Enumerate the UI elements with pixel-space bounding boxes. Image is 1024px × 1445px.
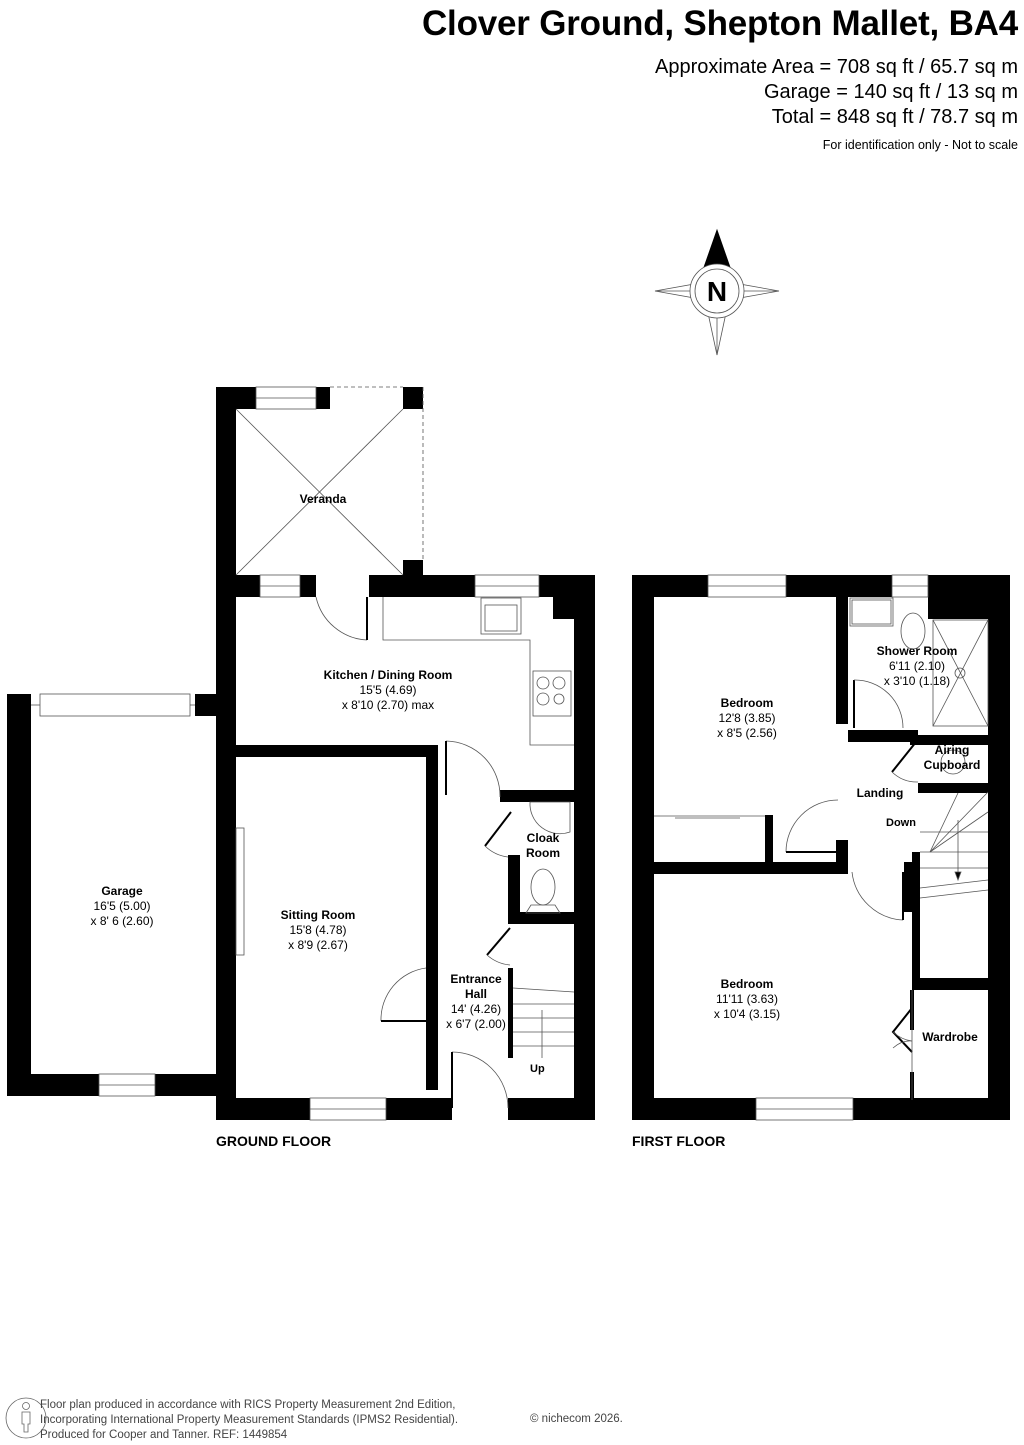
first-floor-label: FIRST FLOOR	[632, 1133, 726, 1149]
room-veranda: Veranda	[299, 492, 347, 506]
room-garage: Garage 16'5 (5.00) x 8' 6 (2.60)	[90, 884, 154, 928]
room-wardrobe: Wardrobe	[922, 1030, 978, 1044]
footer-line-3: Produced for Cooper and Tanner. REF: 144…	[40, 1429, 288, 1441]
total-area: Total = 848 sq ft / 78.7 sq m	[771, 106, 1018, 128]
footer-notes: Floor plan produced in accordance with R…	[40, 1398, 458, 1443]
room-bedroom-2: Bedroom 11'11 (3.63) x 10'4 (3.15)	[713, 977, 781, 1021]
room-cloak-room: Cloak Room	[526, 831, 560, 860]
scale-disclaimer: For identification only - Not to scale	[822, 138, 1018, 152]
room-airing-cupboard: Airing Cupboard	[923, 743, 981, 772]
room-entrance-hall: Entrance Hall 14' (4.26) x 6'7 (2.00)	[446, 972, 506, 1031]
footer-line-2: Incorporating International Property Mea…	[40, 1414, 459, 1426]
copyright-notice: © nichecom 2026.	[530, 1413, 623, 1425]
stairs-up-label: Up	[530, 1063, 545, 1075]
person-icon	[5, 1397, 47, 1439]
room-bedroom-1: Bedroom 12'8 (3.85) x 8'5 (2.56)	[717, 696, 777, 740]
room-sitting-room: Sitting Room 15'8 (4.78) x 8'9 (2.67)	[280, 908, 356, 952]
footer-line-1: Floor plan produced in accordance with R…	[40, 1399, 456, 1411]
garage-area: Garage = 140 sq ft / 13 sq m	[763, 81, 1018, 103]
compass-north-icon	[654, 228, 780, 356]
compass-letter: N	[707, 276, 727, 307]
ground-floor-label: GROUND FLOOR	[216, 1133, 332, 1149]
property-title: Clover Ground, Shepton Mallet, BA4	[421, 4, 1018, 43]
room-landing: Landing	[856, 786, 904, 800]
room-kitchen-dining: Kitchen / Dining Room 15'5 (4.69) x 8'10…	[323, 668, 453, 712]
stairs-down-label: Down	[886, 817, 916, 829]
room-shower-room: Shower Room 6'11 (2.10) x 3'10 (1.18)	[876, 644, 958, 688]
approximate-area: Approximate Area = 708 sq ft / 65.7 sq m	[655, 56, 1018, 78]
